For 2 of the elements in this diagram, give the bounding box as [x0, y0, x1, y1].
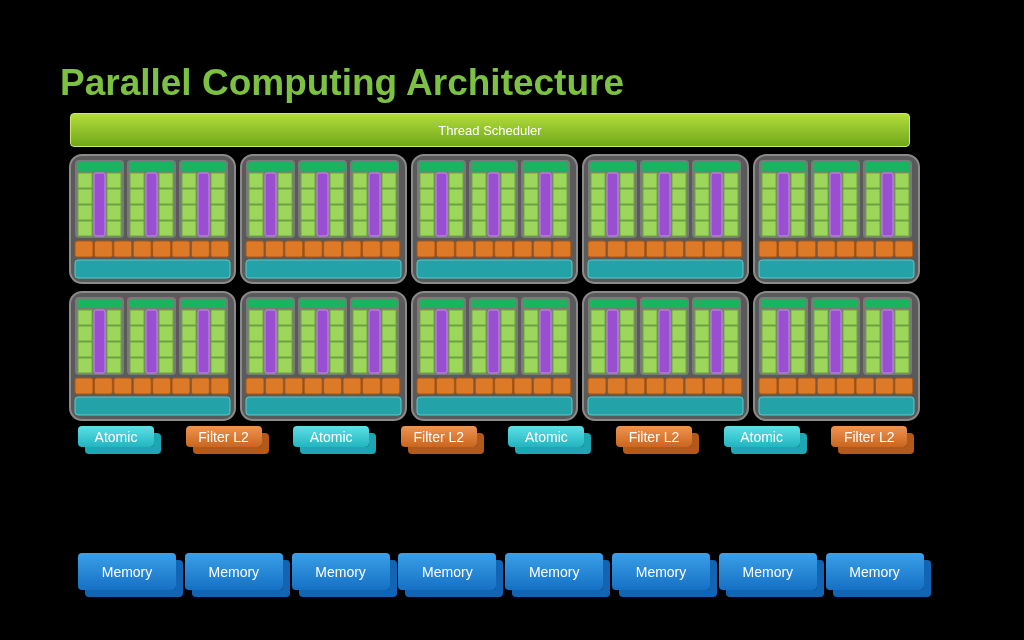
title: Parallel Computing Architecture — [60, 62, 624, 104]
scheduler-bar: Thread Scheduler — [70, 113, 910, 147]
